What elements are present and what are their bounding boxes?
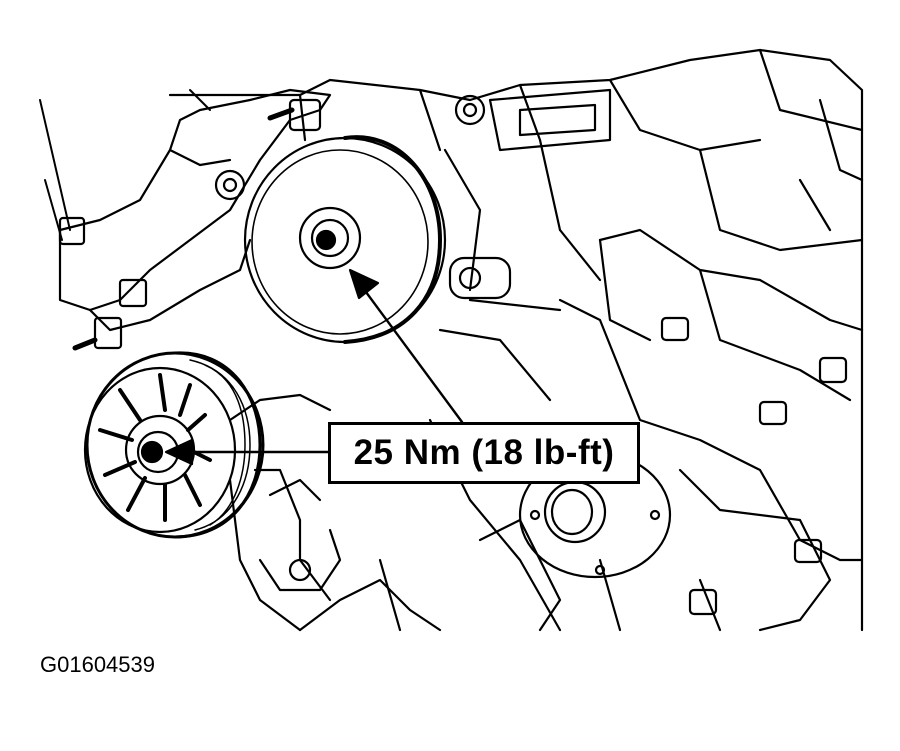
tensioner-pulley — [83, 351, 265, 539]
torque-callout: 25 Nm (18 lb-ft) — [328, 422, 640, 484]
arrowhead-lower-icon — [164, 438, 194, 466]
arrowhead-upper-icon — [348, 268, 380, 300]
tensioner-bracket — [228, 393, 442, 632]
mounting-bolts — [660, 316, 848, 616]
alternator-bracket — [39, 88, 512, 351]
figure-id: G01604539 — [40, 652, 155, 677]
idler-pulley-upper — [243, 135, 447, 344]
torque-leader-lines — [164, 268, 464, 466]
engine-block — [168, 48, 864, 632]
